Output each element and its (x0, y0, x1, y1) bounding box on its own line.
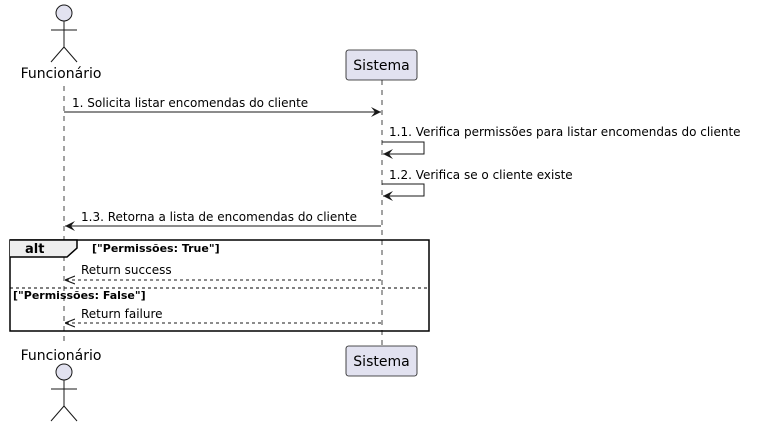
alt-guard: ["Permissões: True"] (92, 242, 220, 255)
participant-label-funcionario-bottom: Funcionário (21, 348, 102, 364)
alt-guard: ["Permissões: False"] (13, 289, 146, 302)
participant-box-sistema-top (345, 49, 418, 81)
alt-fragment (9, 239, 430, 332)
message-label: Return failure (81, 307, 163, 321)
participant-label-funcionario-top: Funcionário (21, 66, 102, 82)
message-label: Return success (81, 263, 172, 277)
actor-icon-bottom (50, 363, 78, 422)
self-message-arrow (382, 183, 425, 201)
alt-keyword: alt (25, 242, 44, 257)
participant-box-sistema-bottom (345, 345, 418, 377)
message-label: 1.1. Verifica permissões para listar enc… (389, 125, 741, 139)
participant-label-sistema-top: Sistema (353, 58, 409, 74)
message-label: 1.2. Verifica se o cliente existe (389, 168, 573, 182)
message-label: 1. Solicita listar encomendas do cliente (72, 96, 308, 110)
actor-icon-top (50, 4, 78, 63)
participant-label-sistema-bottom: Sistema (353, 354, 409, 370)
self-message-arrow (382, 141, 425, 159)
message-label: 1.3. Retorna a lista de encomendas do cl… (81, 210, 357, 224)
alt-fragment-tab (10, 239, 78, 258)
